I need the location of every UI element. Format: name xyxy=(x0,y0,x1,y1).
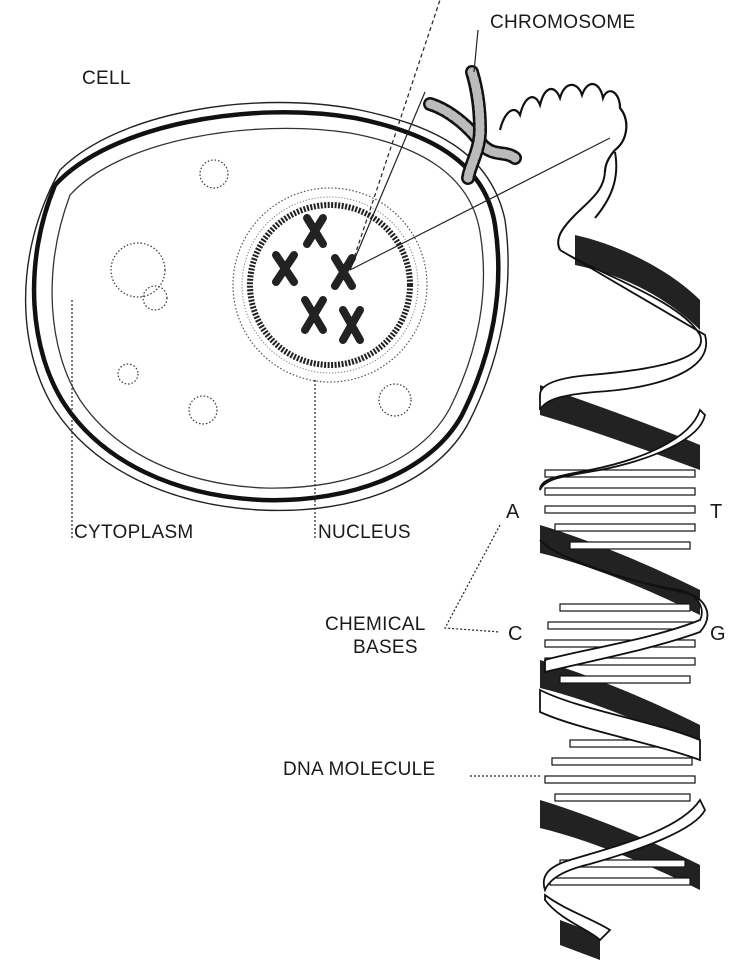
label-nucleus: NUCLEUS xyxy=(318,522,411,543)
chromosome-enlarged xyxy=(430,30,626,178)
vesicle-right xyxy=(379,384,411,416)
vacuole-small xyxy=(143,286,167,310)
vesicle-left xyxy=(118,364,138,384)
label-chemical-bases-line1: CHEMICAL xyxy=(325,614,426,635)
label-cell: CELL xyxy=(82,68,131,89)
label-chromosome: CHROMOSOME xyxy=(490,12,636,33)
cell xyxy=(26,103,508,511)
base-g: G xyxy=(710,623,726,645)
vesicle-bottom xyxy=(189,396,217,424)
vacuole-large xyxy=(111,243,165,297)
dna-helix xyxy=(540,152,707,960)
base-t: T xyxy=(710,501,722,523)
chemical-bases-leader xyxy=(445,525,500,632)
base-c: C xyxy=(508,623,522,645)
vesicle-top xyxy=(200,160,228,188)
label-cytoplasm: CYTOPLASM xyxy=(74,522,194,543)
nucleus xyxy=(233,188,427,382)
base-a: A xyxy=(506,501,520,523)
label-dna-molecule: DNA MOLECULE xyxy=(283,759,435,780)
label-chemical-bases-line2: BASES xyxy=(353,637,418,658)
chromosome-leader xyxy=(474,30,478,72)
